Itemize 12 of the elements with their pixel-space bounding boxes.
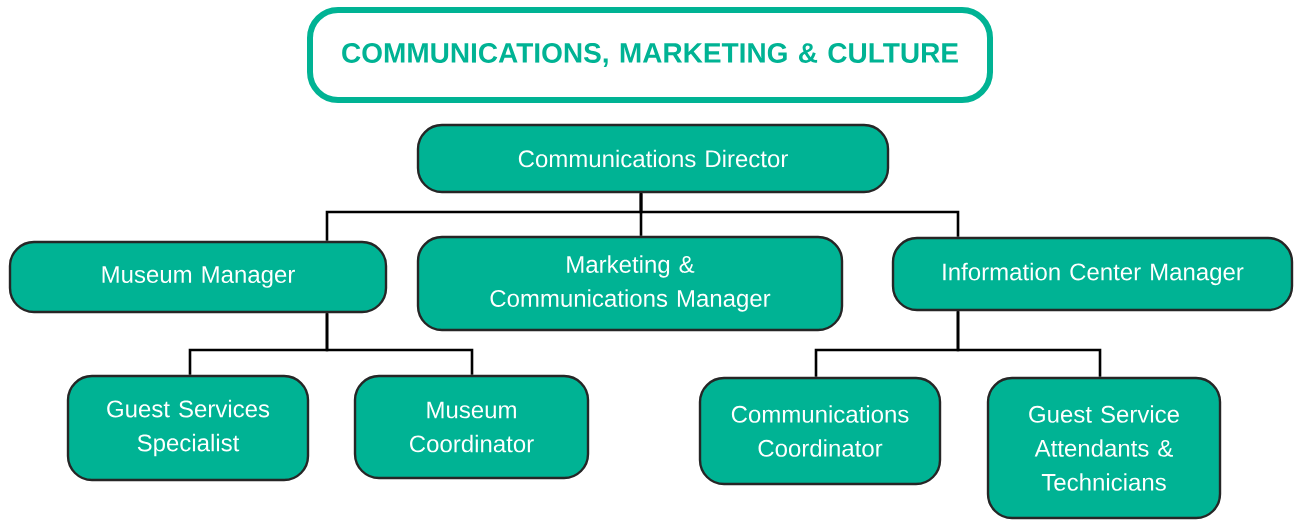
- role-box: Information Center Manager: [891, 236, 1294, 312]
- title-box: COMMUNICATIONS, MARKETING & CULTURE: [307, 7, 993, 103]
- connector-line: [325, 313, 474, 375]
- role-box: Communications Coordinator: [698, 376, 942, 486]
- role-box: Guest Services Specialist: [66, 374, 310, 482]
- role-box: Museum Coordinator: [353, 374, 590, 480]
- connector-line: [639, 193, 960, 237]
- role-box: Guest Service Attendants & Technicians: [986, 376, 1222, 520]
- role-box: Communications Director: [416, 123, 890, 194]
- role-box: Marketing & Communications Manager: [416, 235, 844, 332]
- role-box: Museum Manager: [8, 240, 388, 314]
- connector-line: [956, 311, 1102, 377]
